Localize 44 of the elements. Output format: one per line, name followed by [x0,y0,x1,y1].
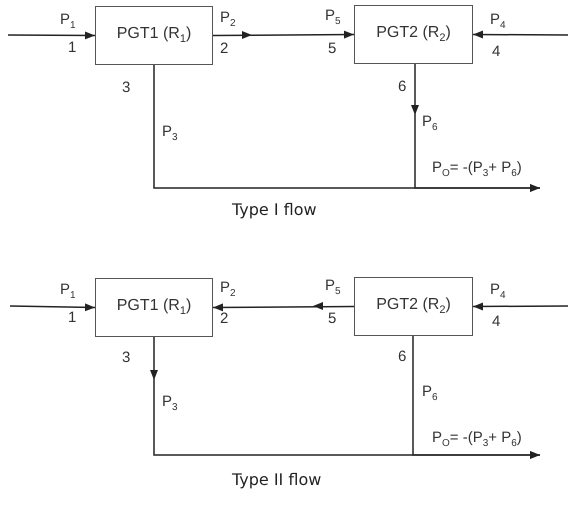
port-label: 6 [398,79,406,94]
process-box [354,5,473,64]
output-equation: P$_{O}$= -(P$_{3}$+ P$_{6}$) [432,430,522,449]
port-label: 5 [328,41,336,56]
port-label: P$_{6}$ [422,384,438,403]
flow-caption: Type I flow [232,202,317,218]
box-label: PGT2 (R$_{2}$) [376,24,451,45]
port-label: P$_{3}$ [162,124,178,143]
port-label: P$_{1}$ [60,282,76,301]
port-label: P$_{5}$ [325,8,341,27]
port-label: 2 [220,311,228,326]
box-label: PGT1 (R$_{1}$) [116,25,192,46]
port-label: P$_{4}$ [490,282,506,301]
arrow [411,64,540,192]
port-label: 3 [122,350,130,365]
box-label: PGT1 (R$_{1}$) [116,297,192,318]
port-label: P$_{6}$ [422,114,438,133]
process-box [354,277,473,336]
port-label: P$_{2}$ [220,280,236,299]
arrow [8,31,95,40]
port-label: 3 [122,80,130,95]
port-label: P$_{4}$ [490,12,506,31]
port-label: 1 [68,310,76,325]
port-label: 4 [492,314,500,329]
flow-caption: Type II flow [232,472,322,488]
arrow [10,303,96,312]
arrow [213,302,354,312]
arrow [473,30,568,39]
process-box [95,6,213,65]
port-label: P$_{3}$ [162,394,178,413]
port-label: 4 [492,44,500,59]
port-label: P$_{1}$ [60,12,76,31]
port-label: 5 [328,311,336,326]
port-label: 1 [68,40,76,55]
box-label: PGT2 (R$_{2}$) [376,296,451,317]
port-label: P$_{5}$ [325,278,341,297]
output-equation: P$_{O}$= -(P$_{3}$+ P$_{6}$) [432,160,522,179]
port-label: P$_{2}$ [220,10,236,29]
process-box [95,278,213,337]
arrow [213,30,354,39]
arrow [412,336,540,459]
port-label: 2 [220,41,228,56]
arrow [473,302,568,310]
port-label: 6 [398,349,406,364]
